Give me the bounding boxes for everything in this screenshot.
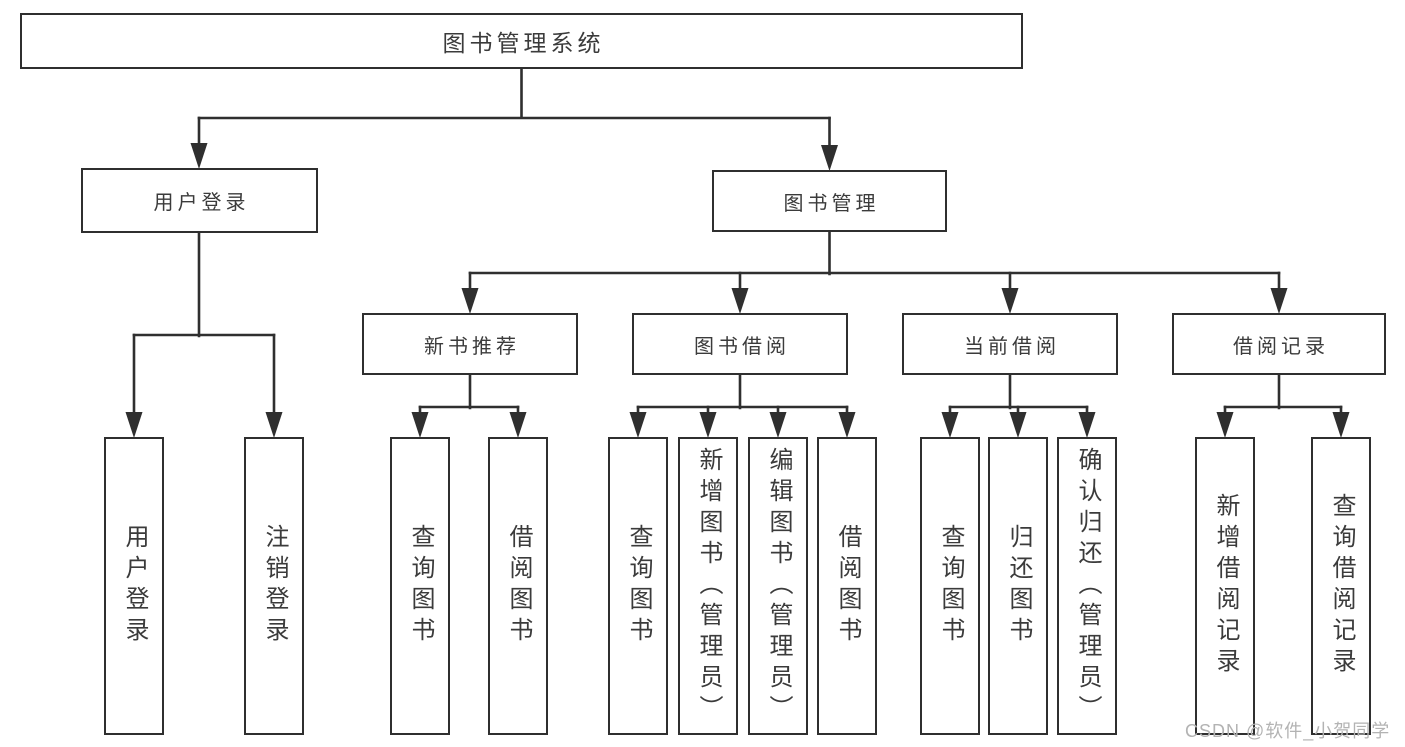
arrowhead-down-icon xyxy=(1216,412,1234,438)
node-user-login: 用户登录 xyxy=(81,168,318,233)
arrowhead-down-icon xyxy=(1270,288,1288,314)
leaf-query-books-current: 查询图书 xyxy=(920,437,980,735)
arrowhead-down-icon xyxy=(509,412,527,438)
connector-root-to-level2 xyxy=(197,67,831,120)
node-borrow-records: 借阅记录 xyxy=(1172,313,1386,375)
connector-bookmgmt-to-level3 xyxy=(468,230,1281,276)
watermark-text: CSDN @软件_小贺同学 xyxy=(1185,721,1391,741)
arrowhead-down-icon xyxy=(838,412,856,438)
leaf-borrow-books-recommend: 借阅图书 xyxy=(488,437,548,735)
arrowhead-down-icon xyxy=(769,412,787,438)
leaf-query-borrow-record: 查询借阅记录 xyxy=(1311,437,1371,735)
node-new-book-recommend: 新书推荐 xyxy=(362,313,578,375)
arrowhead-down-icon xyxy=(731,288,749,314)
arrowhead-down-icon xyxy=(941,412,959,438)
arrowhead-down-icon xyxy=(1001,288,1019,314)
arrowhead-down-icon xyxy=(461,288,479,314)
leaf-add-book-admin: 新增图书（管理员） xyxy=(678,437,738,735)
leaf-query-books-recommend: 查询图书 xyxy=(390,437,450,735)
arrowhead-down-icon xyxy=(699,412,717,438)
leaf-logout: 注销登录 xyxy=(244,437,304,735)
leaf-return-books: 归还图书 xyxy=(988,437,1048,735)
arrowhead-down-icon xyxy=(1078,412,1096,438)
connector-newbook-to-leaves xyxy=(418,373,520,410)
leaf-user-login: 用户登录 xyxy=(104,437,164,735)
leaf-query-books-borrow: 查询图书 xyxy=(608,437,668,735)
node-current-borrow: 当前借阅 xyxy=(902,313,1118,375)
connector-bookborrow-to-leaves xyxy=(636,373,849,410)
leaf-add-borrow-record: 新增借阅记录 xyxy=(1195,437,1255,735)
leaf-borrow-books: 借阅图书 xyxy=(817,437,877,735)
node-root: 图书管理系统 xyxy=(20,13,1023,69)
arrowhead-down-icon xyxy=(1009,412,1027,438)
node-book-borrow: 图书借阅 xyxy=(632,313,848,375)
leaf-edit-book-admin: 编辑图书（管理员） xyxy=(748,437,808,735)
leaf-confirm-return-admin: 确认归还（管理员） xyxy=(1057,437,1117,735)
connector-currentborrow-to-leaves xyxy=(948,373,1089,410)
arrowhead-down-icon xyxy=(265,412,283,438)
arrowhead-down-icon xyxy=(629,412,647,438)
arrowhead-down-icon xyxy=(1332,412,1350,438)
node-book-management: 图书管理 xyxy=(712,170,947,232)
arrowhead-down-icon xyxy=(411,412,429,438)
connector-borrowrecord-to-leaves xyxy=(1223,373,1343,410)
arrowhead-down-icon xyxy=(821,145,838,171)
connector-userlogin-to-leaves xyxy=(132,231,276,338)
arrowhead-down-icon xyxy=(190,143,208,169)
arrowhead-down-icon xyxy=(125,412,143,438)
